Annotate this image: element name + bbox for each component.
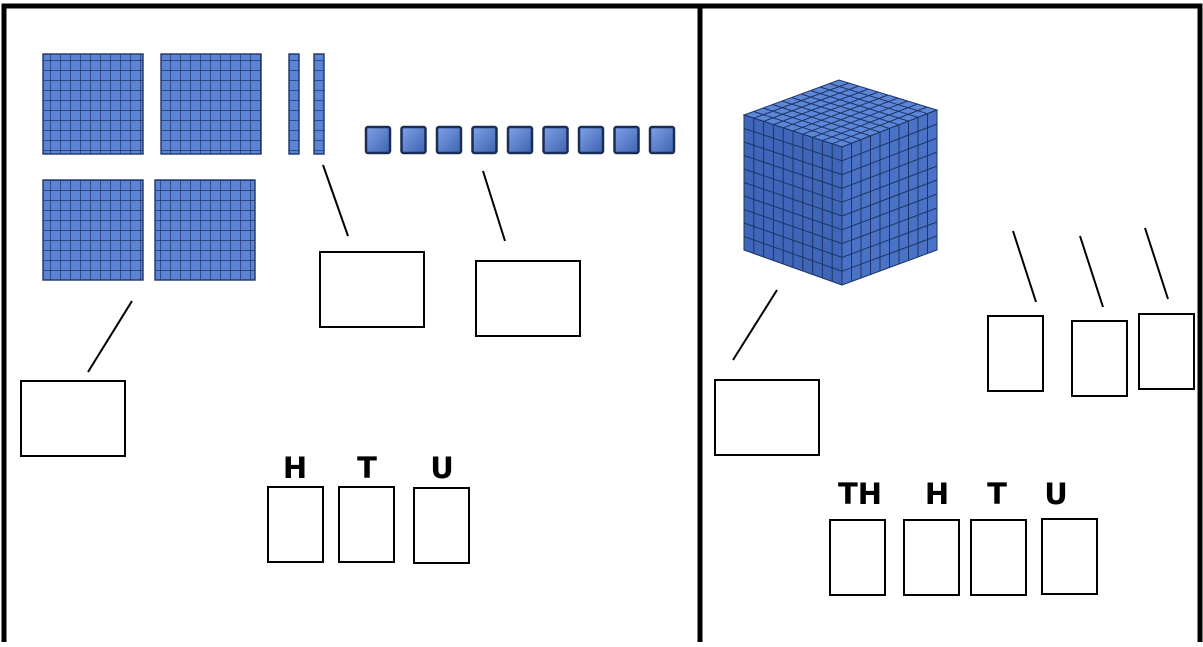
unit-cubes [364, 125, 676, 155]
thhtu-box-hundreds[interactable] [903, 519, 960, 596]
thhtu-box-tens[interactable] [970, 519, 1027, 596]
unit-cube [577, 125, 605, 155]
answer-box-thousands[interactable] [714, 379, 820, 456]
pointer-line-thousands [732, 289, 778, 361]
unit-cube [542, 125, 569, 155]
tens-rods [288, 53, 325, 155]
answer-box-right-3[interactable] [1138, 313, 1195, 390]
thhtu-box-thousands[interactable] [829, 519, 886, 596]
header-units-right: U [1044, 477, 1068, 511]
unit-cube [364, 125, 392, 155]
pointer-line-units [482, 170, 506, 242]
htu-box-units[interactable] [413, 487, 470, 564]
unit-cube [471, 125, 498, 155]
pointer-line-3 [1144, 227, 1169, 300]
header-units: U [430, 451, 454, 485]
pointer-line-2 [1079, 235, 1104, 308]
unit-cube [613, 125, 640, 155]
answer-box-hundreds[interactable] [20, 380, 126, 457]
header-tens-right: T [987, 477, 1007, 511]
ten-rod [313, 53, 325, 155]
hundred-block [154, 179, 256, 281]
header-hundreds: H [282, 451, 308, 485]
pointer-line-1 [1012, 230, 1037, 303]
answer-box-right-2[interactable] [1071, 320, 1128, 397]
unit-cube [648, 125, 676, 155]
header-thousands: TH [837, 477, 883, 511]
hundreds-blocks [42, 53, 262, 281]
thousand-cube [742, 79, 939, 286]
unit-cube [400, 125, 427, 155]
answer-box-units[interactable] [475, 260, 581, 337]
htu-box-hundreds[interactable] [267, 486, 324, 563]
hundred-block [42, 179, 144, 281]
answer-box-tens[interactable] [319, 251, 425, 328]
unit-cube [506, 125, 534, 155]
unit-cube [435, 125, 463, 155]
header-hundreds-right: H [924, 477, 950, 511]
hundred-block [160, 53, 262, 155]
thhtu-box-units[interactable] [1041, 518, 1098, 595]
hundred-block [42, 53, 144, 155]
htu-box-tens[interactable] [338, 486, 395, 563]
answer-box-right-1[interactable] [987, 315, 1044, 392]
pointer-line-hundreds [87, 300, 133, 373]
ten-rod [288, 53, 300, 155]
pointer-line-tens [322, 164, 349, 237]
header-tens: T [357, 451, 377, 485]
